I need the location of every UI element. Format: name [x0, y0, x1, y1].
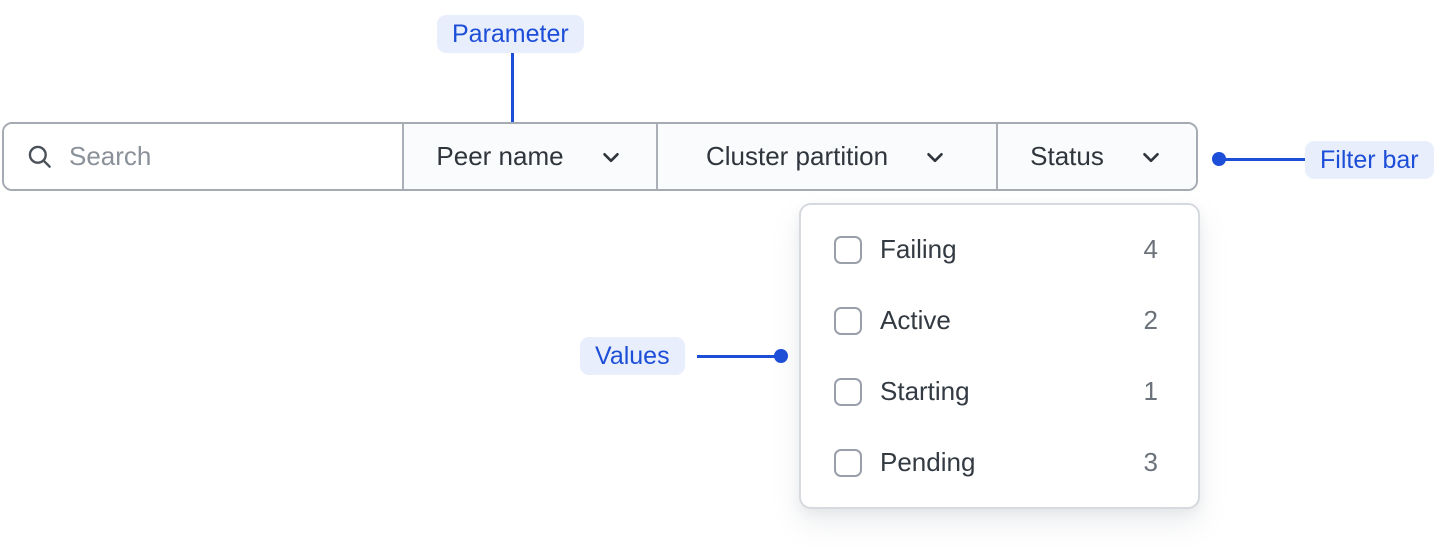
search-icon — [26, 143, 53, 170]
status-option-starting-count: 1 — [1143, 376, 1158, 406]
status-option-starting[interactable]: Starting 1 — [834, 356, 1158, 427]
filter-dropdown-peer-name[interactable]: Peer name — [402, 124, 656, 189]
filter-dropdown-status-label: Status — [1030, 141, 1104, 171]
filter-bar-connector-line — [1221, 158, 1305, 161]
chevron-down-icon — [598, 144, 624, 170]
status-option-active-label: Active — [880, 305, 951, 335]
parameter-annotation-label: Parameter — [452, 19, 569, 48]
status-option-failing-count: 4 — [1143, 234, 1158, 264]
status-option-active-count: 2 — [1143, 305, 1158, 335]
parameter-annotation-pill: Parameter — [437, 15, 584, 53]
status-option-failing-label: Failing — [880, 234, 957, 264]
filter-bar: Peer name Cluster partition Status — [2, 122, 1198, 191]
search-input[interactable] — [69, 141, 379, 172]
filter-bar-annotation-pill: Filter bar — [1305, 141, 1434, 179]
filter-dropdown-cluster-partition-label: Cluster partition — [705, 141, 889, 171]
status-option-pending-count: 3 — [1143, 447, 1158, 477]
filter-dropdown-peer-name-label: Peer name — [436, 141, 564, 171]
status-option-starting-label: Starting — [880, 376, 970, 406]
values-annotation-label: Values — [595, 341, 670, 370]
values-connector-line — [697, 355, 777, 358]
checkbox-pending[interactable] — [834, 448, 862, 477]
search-field[interactable] — [4, 124, 402, 189]
filter-dropdown-status[interactable]: Status — [996, 124, 1196, 189]
checkbox-starting[interactable] — [834, 377, 862, 406]
values-connector-dot — [774, 349, 788, 363]
chevron-down-icon — [922, 144, 948, 170]
checkbox-active[interactable] — [834, 306, 862, 335]
checkbox-failing[interactable] — [834, 235, 862, 264]
status-option-failing[interactable]: Failing 4 — [834, 214, 1158, 285]
status-option-active[interactable]: Active 2 — [834, 285, 1158, 356]
filter-bar-annotation-label: Filter bar — [1320, 145, 1419, 174]
filter-bar-connector-dot — [1212, 152, 1226, 166]
chevron-down-icon — [1138, 144, 1164, 170]
values-annotation-pill: Values — [580, 337, 685, 375]
parameter-connector-line — [511, 53, 514, 126]
status-dropdown-panel: Failing 4 Active 2 Starting 1 Pending 3 — [799, 203, 1200, 509]
status-option-pending[interactable]: Pending 3 — [834, 427, 1158, 498]
filter-dropdown-cluster-partition[interactable]: Cluster partition — [656, 124, 996, 189]
status-option-pending-label: Pending — [880, 447, 976, 477]
